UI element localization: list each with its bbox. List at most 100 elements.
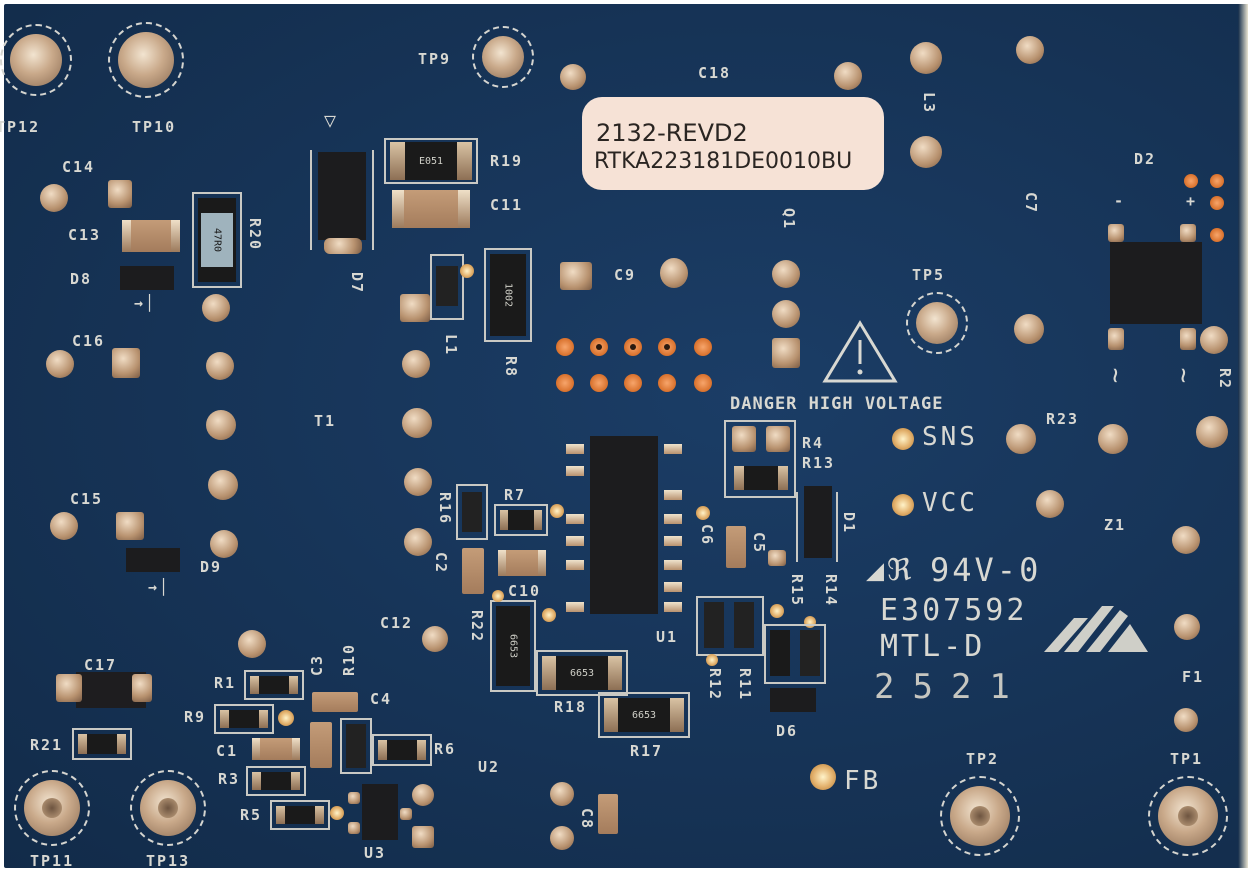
test-pad-vcc <box>892 494 914 516</box>
ic-u1 <box>590 436 658 614</box>
silk-c16: C16 <box>72 332 106 350</box>
pad-c8-a <box>550 782 574 806</box>
diode-d8-symbol: →│ <box>134 294 157 312</box>
ic-pin <box>664 582 682 592</box>
pad-u3 <box>400 808 412 820</box>
ic-pin <box>664 514 682 524</box>
capacitor-c13 <box>122 220 180 252</box>
ul-rating: 94V-0 <box>930 551 1042 589</box>
pad-l1-b <box>400 294 430 322</box>
silk-l3: L3 <box>920 92 938 115</box>
pad-f1-a <box>1174 614 1200 640</box>
test-point-tp5 <box>906 292 968 354</box>
silk-q1: Q1 <box>780 208 798 231</box>
header-pad <box>694 338 712 356</box>
silk-c8: C8 <box>578 808 596 831</box>
diode-d6 <box>770 688 816 712</box>
via <box>770 604 784 618</box>
outline-r7 <box>494 504 548 536</box>
pad-t1-7 <box>404 468 432 496</box>
inductor-l1 <box>436 266 458 306</box>
ic-pin <box>566 602 584 612</box>
resistor-r16 <box>462 492 482 532</box>
pad-u3 <box>348 822 360 834</box>
serial-number-sticker: 2132-REVD2 RTKA223181DE0010BU <box>582 97 884 190</box>
test-pad-sns <box>892 428 914 450</box>
pad-c15-b <box>116 512 144 540</box>
resistor-r22: 6653 <box>496 606 530 686</box>
pad-t1-5 <box>402 350 430 378</box>
capacitor-c2 <box>462 548 484 594</box>
via <box>542 608 556 622</box>
via <box>492 590 504 602</box>
pad-c12-b <box>238 630 266 658</box>
silk-d2-ac1: ~ <box>1100 367 1131 387</box>
ic-pin <box>664 536 682 546</box>
resistor-r1 <box>250 676 298 694</box>
capacitor-c8 <box>598 794 618 834</box>
silk-r19: R19 <box>490 152 524 170</box>
silk-r3: R3 <box>218 770 241 788</box>
outline-r18 <box>536 650 628 696</box>
resistor-r12 <box>704 602 724 648</box>
pad-l3-a <box>910 42 942 74</box>
resistor-r14 <box>800 630 820 676</box>
outline-r5 <box>270 800 330 830</box>
pad-r4-b <box>766 426 790 452</box>
test-point-tp9 <box>472 26 534 88</box>
pad-c15-a <box>50 512 78 540</box>
capacitor-c1 <box>252 738 300 760</box>
pad-q1-2 <box>772 300 800 328</box>
ic-pin <box>566 444 584 454</box>
silk-d2-ac2: ~ <box>1168 367 1199 387</box>
silk-c6: C6 <box>698 524 716 547</box>
pad-u3-a <box>412 784 434 806</box>
via <box>550 504 564 518</box>
silk-t1: T1 <box>314 412 337 430</box>
copper-pad <box>1210 196 1224 210</box>
resistor-r15 <box>770 630 790 676</box>
silk-tp13: TP13 <box>146 852 191 870</box>
ic-pin <box>664 602 682 612</box>
pad-c8-b <box>550 826 574 850</box>
resistor-r6 <box>378 740 426 760</box>
pad-c17-b <box>132 674 152 702</box>
silk-tp10: TP10 <box>132 118 177 136</box>
header-pad <box>556 374 574 392</box>
silk-c18: C18 <box>698 64 732 82</box>
pad-r2 <box>1200 326 1228 354</box>
capacitor-c11 <box>392 190 470 228</box>
pcb-board: TP12 TP10 TP9 TP5 TP11 TP13 TP2 TP1 2132… <box>0 4 1248 870</box>
silk-c7: C7 <box>1022 192 1040 215</box>
silk-f1: F1 <box>1182 668 1205 686</box>
pad-u3 <box>348 792 360 804</box>
test-point-tp11 <box>14 770 90 846</box>
silk-u3: U3 <box>364 844 387 862</box>
silk-r17: R17 <box>630 742 664 760</box>
label-fb: FB <box>844 766 882 796</box>
header-pad <box>624 338 642 356</box>
pad-t1-3 <box>208 470 238 500</box>
pad-u3-b <box>412 826 434 848</box>
silk-r6: R6 <box>434 740 457 758</box>
resistor-r21 <box>78 734 126 754</box>
pad-l3-b <box>910 136 942 168</box>
ic-pin <box>664 560 682 570</box>
silk-c9: C9 <box>614 266 637 284</box>
via <box>706 654 718 666</box>
silk-u1: U1 <box>656 628 679 646</box>
silk-d2-minus: - <box>1114 192 1126 210</box>
pad-r2-b <box>1196 416 1228 448</box>
date-code: 2521 <box>874 667 1028 707</box>
silk-c3: C3 <box>308 653 326 676</box>
via <box>278 710 294 726</box>
silk-r14: R14 <box>822 574 840 608</box>
sticker-serial: RTKA223181DE0010BU <box>594 149 853 174</box>
silk-r16: R16 <box>436 492 454 526</box>
resistor-r7 <box>500 510 542 530</box>
silk-z1: Z1 <box>1104 516 1127 534</box>
outline-r22 <box>490 600 536 692</box>
pad-c18-a <box>560 64 586 90</box>
pad-c12-a <box>422 626 448 652</box>
ul-file-number: E307592 <box>880 593 1028 628</box>
